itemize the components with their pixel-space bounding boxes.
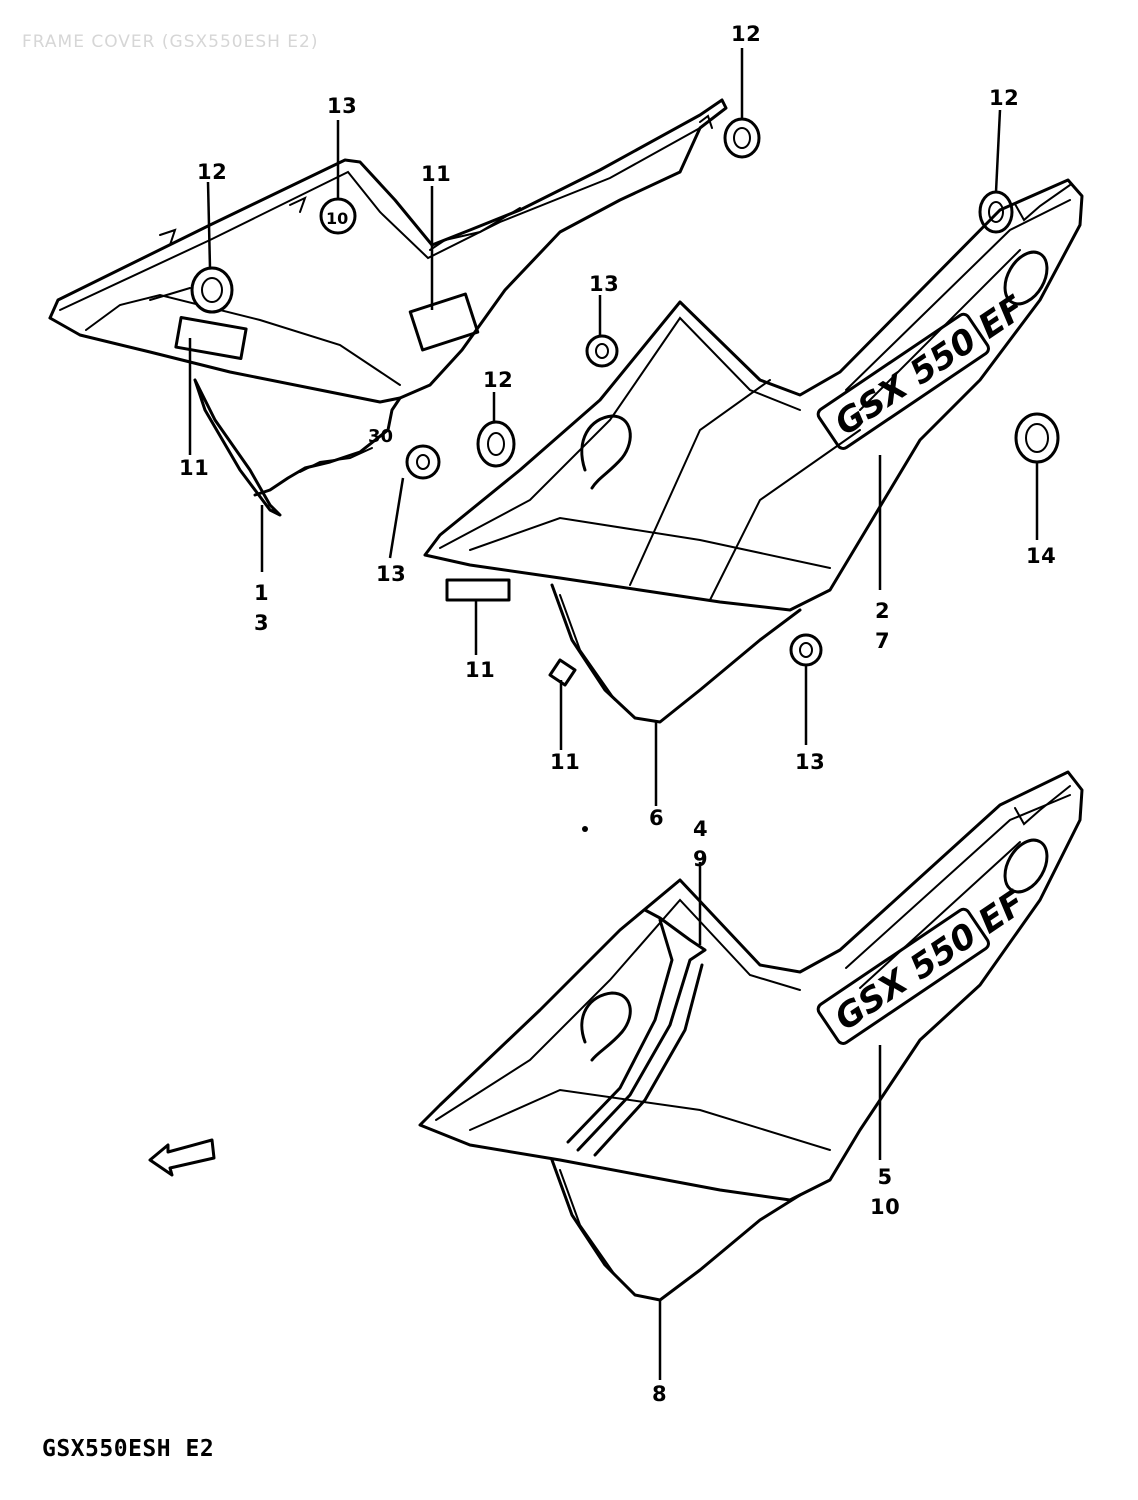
callout-12-mid: 12: [483, 368, 514, 392]
callout-5-10: 5 10: [870, 1162, 900, 1223]
reflector-upper: [408, 292, 480, 352]
grommet-13-mid: [585, 334, 619, 368]
callout-14: 14: [1026, 544, 1057, 568]
leader-lines: [188, 48, 1039, 1380]
svg-text:10: 10: [326, 209, 348, 228]
lower-frame-cover: [418, 770, 1084, 1302]
callout-7: 7: [875, 629, 891, 654]
clip-middle: [548, 658, 577, 687]
callout-3: 3: [254, 611, 270, 636]
callout-8: 8: [652, 1382, 668, 1406]
callout-1: 1: [254, 581, 270, 605]
callout-12-left: 12: [197, 160, 228, 184]
grommet-13-top: 10: [319, 197, 357, 235]
svg-text:GSX 550 EF: GSX 550 EF: [828, 883, 1033, 1039]
grommet-12-mid: [476, 420, 516, 468]
stray-dot: [582, 826, 588, 832]
decal-lower: GSX 550 EF: [816, 883, 1033, 1045]
callout-11-left: 11: [179, 456, 210, 480]
svg-text:30: 30: [368, 426, 393, 447]
logo-emblem-lower: [1003, 838, 1049, 894]
svg-text:GSX 550 EF: GSX 550 EF: [828, 288, 1033, 444]
model-code: GSX550ESH E2: [42, 1436, 215, 1462]
callout-13-lower-right: 13: [795, 750, 826, 774]
decal-upper: GSX 550 EF: [816, 288, 1033, 450]
callout-9: 9: [693, 847, 709, 872]
callout-13-top: 13: [327, 94, 358, 118]
forward-arrow-icon: FWD: [148, 1138, 216, 1177]
callout-12-topright: 12: [989, 86, 1020, 110]
callout-4-9: 4 9: [693, 814, 708, 875]
callout-6: 6: [649, 806, 665, 830]
callout-13-lower-left: 13: [376, 562, 407, 586]
middle-frame-cover: [423, 178, 1084, 724]
grommet-12-left: [190, 266, 234, 314]
faded-header: FRAME COVER (GSX550ESH E2): [22, 32, 319, 52]
callout-2: 2: [875, 599, 891, 623]
grommet-13-lower-right: [789, 633, 823, 667]
grommet-14: [1014, 412, 1060, 464]
callout-2-7: 2 7: [875, 596, 890, 657]
grommet-12-top: [723, 117, 761, 159]
callout-5: 5: [877, 1165, 893, 1189]
callout-10: 10: [870, 1195, 901, 1220]
grommet-13-lower-left: [405, 444, 441, 480]
reflector-left-upper: [174, 315, 248, 361]
callout-12-top: 12: [731, 22, 762, 46]
callout-4: 4: [693, 817, 709, 841]
callout-11-mid-b: 11: [550, 750, 581, 774]
callout-11-mid-a: 11: [465, 658, 496, 682]
callout-11-upper: 11: [421, 162, 452, 186]
callout-13-mid: 13: [589, 272, 620, 296]
reflector-middle: [445, 578, 511, 602]
callout-1-3: 1 3: [254, 578, 269, 639]
logo-emblem-upper: [1003, 250, 1049, 306]
